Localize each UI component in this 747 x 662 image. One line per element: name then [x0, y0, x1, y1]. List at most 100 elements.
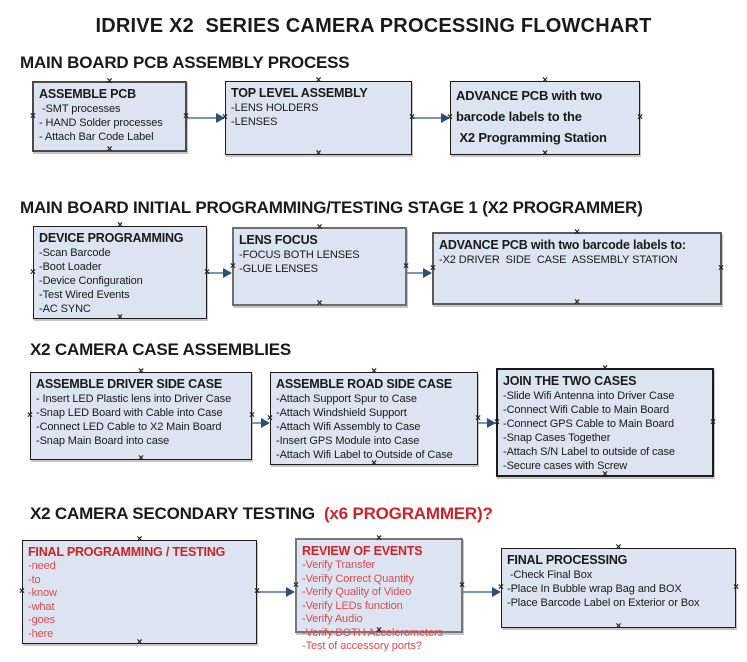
box-item: -Verify Transfer	[302, 559, 375, 571]
arrow-line	[207, 271, 224, 274]
section-heading: X2 CAMERA SECONDARY TESTING (x6 PROGRAMM…	[30, 503, 747, 524]
box-item: -Connect GPS Cable to Main Board	[503, 418, 675, 430]
anchor-point-icon: ×	[138, 366, 144, 377]
anchor-point-icon: ×	[183, 110, 189, 122]
box-title: JOIN THE TWO CASES	[503, 374, 637, 388]
anchor-point-icon: ×	[475, 412, 481, 424]
section-heading: X2 CAMERA CASE ASSEMBLIES	[30, 339, 747, 360]
section-heading-text: X2 CAMERA CASE ASSEMBLIES	[30, 340, 292, 359]
box-item-list: -FOCUS BOTH LENSES-GLUE LENSES	[239, 248, 402, 276]
box-item: -Place In Bubble wrap Bag and BOX	[507, 583, 682, 595]
arrow-head-icon	[487, 417, 496, 428]
anchor-point-icon: ×	[718, 262, 724, 274]
section-heading: MAIN BOARD INITIAL PROGRAMMING/TESTING S…	[20, 197, 747, 218]
box-advance-pcb-to-programming-station: ××××ADVANCE PCB with two barcode labels …	[447, 76, 643, 159]
arrow-head-icon	[223, 267, 232, 278]
anchor-point-icon: ×	[430, 262, 436, 274]
box-item: -AC SYNC	[39, 303, 91, 315]
box-title: FINAL PROGRAMMING / TESTING	[28, 545, 226, 559]
box-item: -Attach Windshield Support	[276, 407, 407, 419]
box-item: -LENSES	[231, 116, 278, 128]
box-review-of-events: ××××REVIEW OF EVENTS-Verify Transfer-Ver…	[293, 534, 465, 653]
box-advance-pcb-to-case-assembly: ××××ADVANCE PCB with two barcode labels …	[430, 227, 724, 308]
box-final-processing: ××××FINAL PROCESSING -Check Final Box-Pl…	[498, 543, 739, 632]
arrow-line	[257, 591, 287, 593]
anchor-point-icon: ×	[459, 579, 465, 591]
arrow-line	[252, 421, 262, 424]
box-item-list: -Attach Support Spur to Case-Attach Wind…	[276, 392, 474, 462]
box-item: -Check Final Box	[507, 569, 593, 581]
section-pcb-assembly-process: MAIN BOARD PCB ASSEMBLY PROCESS××××ASSEM…	[0, 52, 747, 159]
box-title: ASSEMBLE DRIVER SIDE CASE	[36, 377, 223, 391]
anchor-point-icon: ×	[136, 534, 143, 545]
box-item: -Verify Correct Quantity	[302, 572, 414, 585]
box-title: ASSEMBLE ROAD SIDE CASE	[276, 377, 452, 391]
box-item: -Connect LED Cable to X2 Main Board	[36, 421, 222, 433]
anchor-point-icon: ×	[574, 227, 580, 238]
arrow-head-icon	[423, 267, 432, 278]
box-item-list: -Verify Transfer-Verify Correct Quantity…	[302, 559, 458, 654]
box-item: -goes	[28, 614, 56, 626]
anchor-point-icon: ×	[542, 75, 548, 86]
anchor-point-icon: ×	[316, 298, 323, 309]
box-title: ASSEMBLE PCB	[39, 87, 136, 101]
box-item: -Slide Wifi Antenna into Driver Case	[503, 390, 675, 402]
anchor-point-icon: ×	[254, 586, 260, 597]
box-item: -Verify Audio	[302, 613, 363, 625]
box-item: -Attach S/N Label to outside of case	[503, 446, 675, 458]
box-item: - Attach Bar Code Label	[39, 131, 154, 143]
flow-arrow	[187, 113, 225, 123]
arrow-head-icon	[441, 113, 450, 123]
box-item-list: - Insert LED Plastic lens into Driver Ca…	[36, 392, 248, 448]
box-assemble-road-side-case: ××××ASSEMBLE ROAD SIDE CASE-Attach Suppo…	[267, 367, 481, 469]
flow-row: ××××DEVICE PROGRAMMING-Scan Barcode-Boot…	[0, 221, 747, 323]
flow-row: ××××ASSEMBLE PCB -SMT processes- HAND So…	[0, 76, 747, 159]
box-item: -Connect Wifi Cable to Main Board	[503, 404, 670, 416]
box-title: DEVICE PROGRAMMING	[39, 231, 184, 245]
anchor-point-icon: ×	[574, 297, 580, 308]
box-item: - HAND Solder processes	[39, 117, 163, 129]
box-item-list: -X2 DRIVER SIDE CASE ASSEMBLY STATION	[439, 253, 717, 267]
anchor-point-icon: ×	[315, 75, 322, 86]
box-item: -Device Configuration	[39, 275, 143, 287]
flow-arrow	[412, 113, 450, 123]
box-item: -what	[28, 600, 55, 613]
section-heading-text: MAIN BOARD INITIAL PROGRAMMING/TESTING S…	[20, 198, 643, 217]
anchor-point-icon: ×	[403, 260, 409, 272]
box-item: -Test of accessory ports?	[302, 640, 422, 652]
anchor-point-icon: ×	[30, 266, 36, 278]
section-heading-suffix: (x6 PROGRAMMER)?	[319, 504, 493, 523]
anchor-point-icon: ×	[315, 148, 322, 159]
box-item: -FOCUS BOTH LENSES	[239, 249, 360, 261]
anchor-point-icon: ×	[615, 542, 622, 553]
box-top-level-assembly: ××××TOP LEVEL ASSEMBLY-LENS HOLDERS-LENS…	[222, 76, 415, 159]
box-lens-focus: ××××LENS FOCUS-FOCUS BOTH LENSES-GLUE LE…	[230, 223, 409, 309]
box-item: -to	[28, 573, 41, 586]
box-item-list: -need-to-know-what-goes-here	[28, 560, 253, 641]
box-item: -Snap Main Board into case	[36, 435, 170, 447]
flow-arrow	[252, 417, 270, 428]
box-item-list: -LENS HOLDERS-LENSES	[231, 101, 408, 129]
anchor-point-icon: ×	[602, 363, 608, 374]
arrow-line	[407, 271, 424, 274]
flow-arrow	[257, 587, 295, 597]
flow-arrow	[407, 267, 432, 278]
anchor-point-icon: ×	[222, 112, 228, 123]
anchor-point-icon: ×	[376, 625, 382, 636]
anchor-point-icon: ×	[602, 469, 608, 480]
anchor-point-icon: ×	[249, 410, 255, 421]
anchor-point-icon: ×	[138, 453, 144, 464]
box-item: -X2 DRIVER SIDE CASE ASSEMBLY STATION	[439, 254, 678, 266]
flowchart-canvas: MAIN BOARD PCB ASSEMBLY PROCESS××××ASSEM…	[0, 52, 747, 653]
anchor-point-icon: ×	[204, 266, 210, 278]
arrow-line	[187, 117, 217, 119]
anchor-point-icon: ×	[117, 220, 123, 231]
anchor-point-icon: ×	[371, 366, 377, 377]
anchor-point-icon: ×	[230, 260, 236, 272]
box-title: REVIEW OF EVENTS	[302, 544, 423, 558]
anchor-point-icon: ×	[106, 144, 113, 155]
box-item-list: -Scan Barcode-Boot Loader-Device Configu…	[39, 246, 203, 316]
section-camera-case-assemblies: X2 CAMERA CASE ASSEMBLIES××××ASSEMBLE DR…	[0, 339, 747, 480]
section-secondary-testing: X2 CAMERA SECONDARY TESTING (x6 PROGRAMM…	[0, 503, 747, 653]
